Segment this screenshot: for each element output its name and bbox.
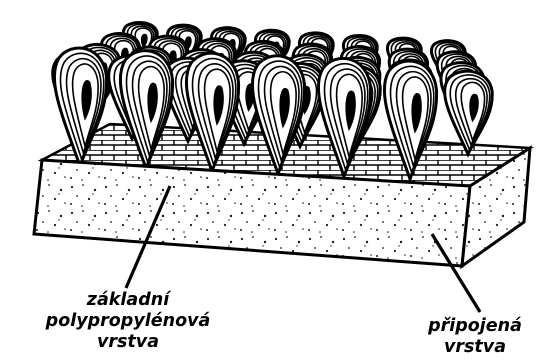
base-layer-label-line-1: základní <box>18 290 238 311</box>
pile-loop <box>445 71 493 154</box>
base-layer-label: základní polypropylénová vrstva <box>18 290 238 353</box>
attached-layer-label-line-2: vrstva <box>400 337 550 358</box>
attached-layer-label-line-1: připojená <box>400 316 550 337</box>
attached-layer-label: připojená vrstva <box>400 316 550 358</box>
base-layer-label-line-2: polypropylénová <box>18 311 238 332</box>
base-layer-label-line-3: vrstva <box>18 332 238 353</box>
